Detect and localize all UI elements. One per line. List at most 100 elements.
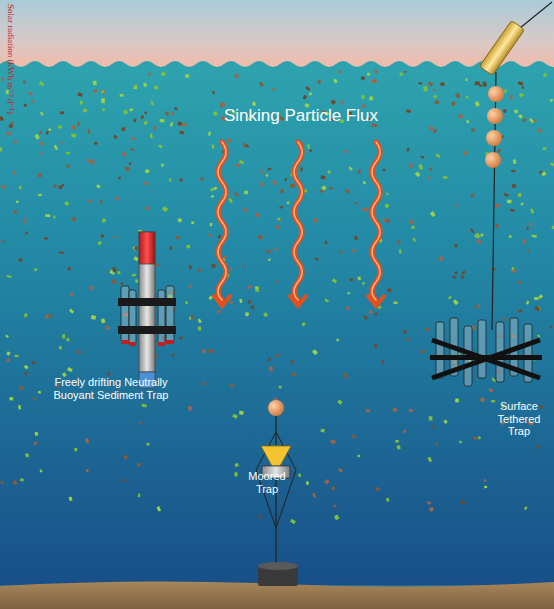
particle (375, 487, 379, 491)
particle (112, 267, 117, 273)
particle (321, 429, 325, 433)
particle (429, 416, 433, 420)
particle (59, 251, 64, 254)
particle (274, 248, 277, 251)
particle (333, 505, 337, 509)
particle (520, 202, 523, 206)
particle (475, 233, 480, 239)
particle (518, 114, 523, 119)
particle (161, 163, 165, 167)
particle (39, 81, 44, 86)
particle (535, 306, 541, 311)
particle (495, 203, 501, 209)
particle (277, 217, 281, 221)
particle (133, 256, 138, 261)
particle (526, 227, 529, 231)
particle (301, 322, 305, 326)
particle (23, 80, 26, 83)
particle (23, 217, 27, 220)
particle (476, 239, 482, 244)
particle (403, 330, 407, 334)
particle (117, 271, 120, 274)
particle (290, 184, 295, 188)
particle (124, 455, 127, 459)
particle (146, 207, 150, 210)
particle (267, 167, 271, 171)
particle (333, 78, 338, 83)
particle (374, 343, 378, 348)
particle (425, 327, 430, 332)
particle (130, 148, 135, 152)
particle (466, 120, 469, 124)
particle (208, 234, 212, 238)
particle (382, 360, 384, 364)
particle (443, 420, 447, 424)
particle (503, 89, 507, 94)
particle (74, 448, 77, 452)
particle (226, 138, 232, 143)
particle (118, 176, 122, 180)
particle (518, 193, 522, 197)
particle (314, 257, 318, 261)
particle (144, 121, 148, 125)
particle (303, 95, 308, 100)
particle (406, 148, 410, 152)
particle (459, 440, 462, 443)
particle (93, 81, 97, 86)
particle (383, 169, 386, 172)
particle (338, 71, 342, 74)
particle (324, 241, 327, 245)
particle (232, 414, 238, 419)
particle (532, 235, 537, 238)
particle (18, 258, 22, 262)
particle (164, 111, 169, 116)
particle (539, 171, 542, 174)
particle (456, 204, 458, 207)
particle (510, 208, 515, 212)
particle (483, 479, 486, 482)
particle (115, 197, 118, 201)
particle (135, 280, 138, 283)
particle (460, 500, 465, 505)
particle (427, 176, 430, 180)
particle (263, 312, 268, 317)
particle (20, 478, 24, 482)
particle (228, 198, 233, 203)
particle (16, 200, 19, 203)
particle (171, 112, 174, 115)
particle (101, 90, 105, 94)
particle (8, 124, 13, 128)
particle (513, 159, 517, 164)
particle (503, 318, 507, 322)
particle (519, 93, 524, 98)
particle (175, 236, 180, 240)
particle (275, 280, 278, 283)
particle (239, 299, 242, 303)
particle (212, 264, 216, 268)
particle (101, 318, 106, 323)
particle (461, 275, 465, 279)
particle (150, 134, 153, 139)
particle (61, 184, 65, 188)
particle (229, 300, 233, 304)
particle (106, 372, 110, 376)
particle (411, 225, 415, 229)
particle (248, 300, 252, 304)
particle (32, 361, 36, 365)
particle (13, 210, 17, 214)
particle (387, 288, 391, 292)
particle (255, 286, 257, 289)
particle (186, 245, 190, 249)
particle (33, 397, 36, 401)
particle (313, 218, 319, 223)
particle (412, 237, 416, 242)
particle (423, 86, 428, 92)
particle (178, 218, 183, 222)
trap-label: Freely drifting Neutrally Buoyant Sedime… (50, 376, 172, 401)
particle (549, 325, 553, 329)
particle (101, 98, 105, 103)
particle (354, 235, 359, 240)
particle (290, 359, 294, 363)
particle (60, 142, 63, 144)
